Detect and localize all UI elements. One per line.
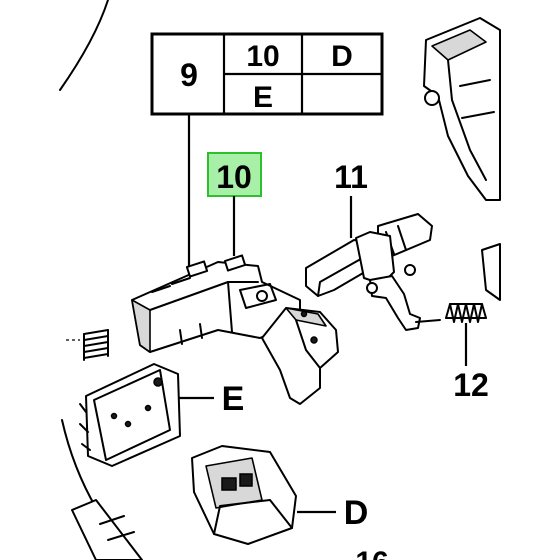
table-cell-main: 9 bbox=[180, 57, 198, 93]
callout-part-partial: 16 bbox=[355, 546, 388, 560]
callout-part-e: E bbox=[222, 380, 245, 418]
callout-part-10: 10 bbox=[216, 159, 252, 195]
lever-assembly-part bbox=[305, 213, 441, 331]
bottom-left-housing-part bbox=[61, 419, 143, 560]
circle-arc-outline bbox=[59, 0, 109, 91]
legend-table: 9 10 D E bbox=[150, 32, 384, 116]
plate-part-e bbox=[79, 363, 181, 467]
right-housing-part bbox=[423, 17, 501, 301]
callout-part-12: 12 bbox=[453, 367, 489, 403]
housing-part-d bbox=[191, 445, 297, 545]
spring-part bbox=[445, 303, 487, 323]
switch-module-part bbox=[131, 254, 301, 353]
table-cell-top-left: 10 bbox=[246, 40, 279, 73]
callout-part-11: 11 bbox=[334, 159, 368, 195]
callout-part-d: D bbox=[344, 494, 369, 532]
trigger-part bbox=[261, 307, 339, 405]
small-spring-part bbox=[66, 329, 109, 361]
table-cell-bottom-left: E bbox=[253, 81, 273, 114]
table-cell-top-right: D bbox=[331, 40, 353, 73]
